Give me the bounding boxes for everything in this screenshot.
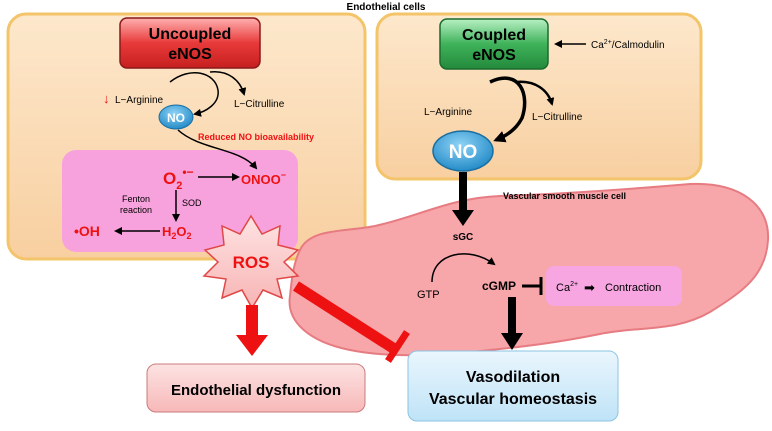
gtp-label: GTP xyxy=(417,289,440,301)
coupled-no-ellipse xyxy=(432,130,494,172)
coupled-l-arginine: L−Arginine xyxy=(424,107,473,118)
endothelial-dysfunction-label: Endothelial dysfunction xyxy=(171,382,341,399)
coupled-enos-label-1: Coupled xyxy=(462,27,526,44)
h2o2-label: H2O2 xyxy=(162,224,192,241)
coupled-citrulline-arrow xyxy=(515,80,555,106)
uncoupled-l-arginine: L−Arginine xyxy=(115,95,164,106)
vasodilation-label: Vasodilation xyxy=(466,369,560,386)
contraction-box xyxy=(546,266,682,306)
ros-inhibition-bar xyxy=(385,330,410,363)
coupled-l-citrulline: L−Citrulline xyxy=(532,112,583,123)
fenton-label-1: Fenton xyxy=(122,194,150,204)
dysfunction-arrow-shaft xyxy=(246,305,258,335)
peroxynitrite-label: ONOO− xyxy=(241,170,286,187)
endothelial-cells-title: Endothelial cells xyxy=(347,2,426,13)
cgmp-to-vaso-shaft xyxy=(508,297,516,335)
uncoupled-no-label: NO xyxy=(167,111,185,125)
uncoupled-l-citrulline: L−Citrulline xyxy=(234,99,285,110)
coupled-no-label: NO xyxy=(449,142,478,163)
ros-label: ROS xyxy=(233,253,270,272)
peroxynitrite-arc xyxy=(177,129,258,170)
no-to-sgc-shaft xyxy=(459,172,467,212)
decrease-arrow-icon: ↓ xyxy=(103,91,110,106)
uncoupled-no-ellipse xyxy=(158,104,194,130)
coupled-enos-box xyxy=(439,18,549,70)
sod-label: SOD xyxy=(182,198,202,208)
dysfunction-arrow-head xyxy=(236,335,268,356)
coupled-enos-label-2: eNOS xyxy=(472,47,516,64)
no-to-sgc-head xyxy=(452,210,474,226)
cgmp-label: cGMP xyxy=(482,279,516,293)
coupled-reaction-arc xyxy=(489,76,527,143)
uncoupled-enos-label-2: eNOS xyxy=(168,46,212,63)
reduced-no-label: Reduced NO bioavailability xyxy=(198,132,314,142)
smooth-muscle-label: Vascular smooth muscle cell xyxy=(503,191,626,201)
uncoupled-enos-box xyxy=(119,17,261,69)
ros-inhibition-line xyxy=(293,281,399,355)
calmodulin-label: Ca2+/Calmodulin xyxy=(591,39,665,51)
citrulline-arrow xyxy=(209,71,247,96)
cgmp-to-vaso-head xyxy=(501,333,523,350)
superoxide-label: O2•− xyxy=(163,165,194,192)
fenton-label-2: reaction xyxy=(120,205,152,215)
uncoupled-reaction-arc xyxy=(169,72,219,117)
vasodilation-box xyxy=(407,350,619,422)
contraction-label: Contraction xyxy=(605,282,661,294)
gtp-to-cgmp-arc xyxy=(431,253,496,283)
endothelial-dysfunction-box xyxy=(146,363,366,413)
vascular-homeostasis-label: Vascular homeostasis xyxy=(429,391,597,408)
contraction-ca-label: Ca2+ xyxy=(556,281,578,294)
hydroxyl-label: •OH xyxy=(74,223,100,239)
sgc-label: sGC xyxy=(453,232,474,243)
uncoupled-enos-label-1: Uncoupled xyxy=(149,26,232,43)
contraction-arrow-icon: ➡ xyxy=(584,280,595,295)
